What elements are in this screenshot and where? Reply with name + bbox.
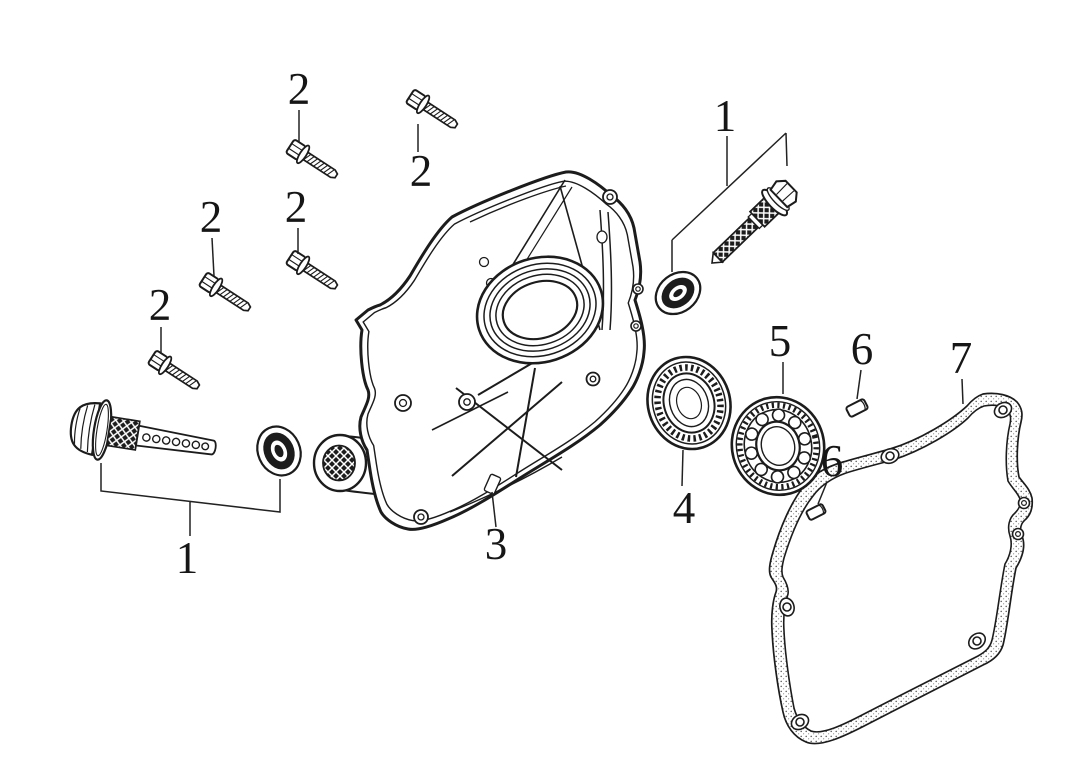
leader-dipstick-top	[671, 132, 788, 272]
callout-2-d: 2	[200, 192, 223, 242]
callout-2-e: 2	[149, 280, 172, 330]
flange-bolt-icon	[145, 347, 205, 397]
flange-bolt-icon	[283, 136, 343, 186]
callout-2-a: 2	[288, 64, 311, 114]
callout-2-c: 2	[285, 182, 308, 232]
part-3-crankcase-cover	[312, 170, 646, 531]
leader-bolt-4	[211, 237, 215, 277]
sealing-washer	[256, 425, 302, 477]
leader-dowel-upper	[856, 369, 862, 400]
callout-1-top: 1	[714, 91, 737, 141]
callout-3: 3	[485, 519, 508, 569]
flange-bolt-icon	[196, 269, 256, 319]
callout-6-lower: 6	[821, 436, 844, 486]
callout-4: 4	[673, 483, 696, 533]
flange-bolt-icon	[403, 86, 463, 136]
callout-5: 5	[769, 316, 792, 366]
part-5-ball-bearing	[730, 395, 826, 497]
callout-labels: 1 2 2 2 2 2 3 4 5 6 6 7 1	[149, 64, 973, 583]
leader-dipstick-bottom	[100, 463, 281, 536]
part-1-dipstick-bottom	[69, 399, 302, 477]
gasket-bolt-holes	[779, 401, 1031, 731]
part-7-gasket	[768, 392, 1034, 745]
callout-2-b: 2	[410, 146, 433, 196]
leader-lines	[100, 110, 964, 536]
part-1-dipstick-top	[654, 179, 798, 316]
flange-bolt-icon	[283, 247, 343, 297]
leader-cover	[491, 491, 497, 528]
part-4-oil-seal	[646, 355, 732, 451]
leader-dowel-lower	[817, 481, 828, 505]
sealing-washer	[654, 270, 702, 316]
callout-1-bottom: 1	[176, 533, 199, 583]
leader-oil-seal	[681, 449, 684, 487]
part-6-dowel-pin-upper	[845, 398, 869, 418]
callout-7: 7	[950, 333, 973, 383]
part-6-dowel-pin-lower	[805, 503, 827, 521]
cover-bolt-holes	[394, 189, 644, 525]
crankshaft-bore	[475, 255, 605, 365]
leader-gasket	[961, 378, 964, 405]
callout-6-upper: 6	[851, 324, 874, 374]
